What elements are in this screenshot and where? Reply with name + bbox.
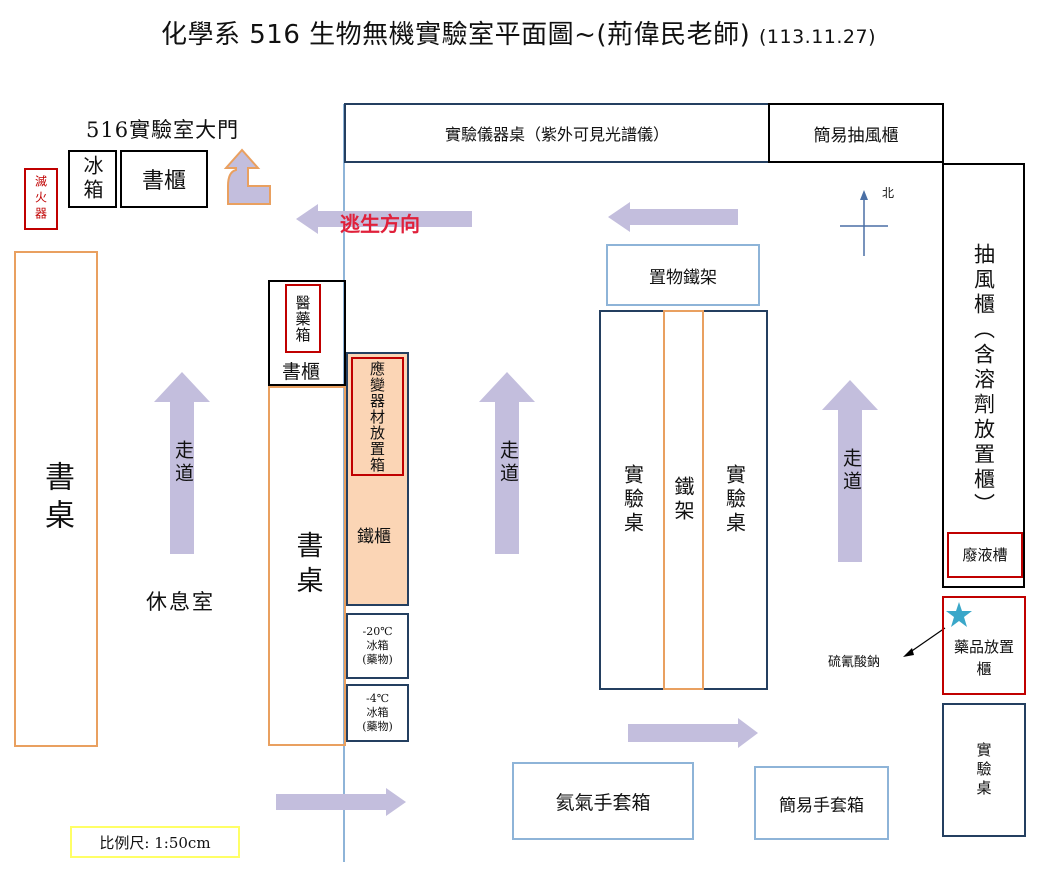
desk-left: 書桌	[14, 251, 98, 747]
door-arrow-icon	[223, 148, 271, 205]
instrument-desk: 實驗儀器桌（紫外可見光譜儀）	[344, 103, 770, 163]
freezer-20-label: 冰箱	[366, 639, 389, 652]
fridge-4-note: (藥物)	[362, 720, 393, 733]
lounge-label: 休息室	[146, 590, 215, 614]
page-title: 化學系 516 生物無機實驗室平面圖~(荊偉民老師) (113.11.27)	[0, 14, 1037, 51]
desk-mid: 書桌	[268, 386, 346, 746]
fridge-4-label: 冰箱	[366, 706, 389, 719]
escape-arrow-right-icon	[608, 202, 738, 232]
title-date: (113.11.27)	[758, 26, 877, 48]
freezer-20-temp: -20℃	[362, 625, 393, 638]
sodium-thiocyanate-label: 硫氰酸鈉	[828, 655, 881, 670]
fridge-4-temp: -4℃	[365, 692, 390, 705]
bookcase-mid: 書櫃	[282, 361, 321, 383]
bottom-arrow-2-icon	[276, 788, 406, 816]
lab-desk-right: 實驗桌	[722, 464, 747, 536]
fridge: 冰箱	[68, 150, 117, 208]
escape-arrow-left-icon	[296, 204, 472, 234]
simple-hood: 簡易抽風櫃	[768, 103, 944, 163]
freezer-20: -20℃ 冰箱 (藥物)	[346, 613, 409, 679]
scale-label: 比例尺: 1:50cm	[70, 826, 240, 858]
star-icon	[946, 602, 972, 627]
iron-cabinet: 鐵櫃	[357, 527, 391, 547]
bottom-arrow-1-icon	[628, 718, 758, 748]
aisle-3-label: 走道	[840, 448, 862, 494]
shelf: 置物鐵架	[606, 244, 760, 306]
bookcase-mid-box	[268, 280, 346, 386]
aisle-2-label: 走道	[497, 440, 519, 486]
argon-glovebox: 氦氣手套箱	[512, 762, 694, 840]
aisle-1-label: 走道	[172, 440, 194, 486]
chem-cabinet: 藥品放置櫃	[942, 596, 1026, 695]
north-label: 北	[882, 186, 895, 200]
aisle-arrow-2-icon	[479, 372, 535, 554]
aisle-arrow-3-icon	[822, 380, 878, 562]
simple-glovebox: 簡易手套箱	[754, 766, 889, 840]
pointer-arrow-icon	[903, 648, 914, 657]
fume-hood: 抽風櫃（含溶劑放置櫃）	[971, 242, 996, 518]
lab-desk-left: 實驗桌	[620, 464, 645, 536]
bookcase-top: 書櫃	[120, 150, 208, 208]
escape-label: 逃生方向	[340, 212, 420, 236]
emergency-box: 應變器材放置箱	[351, 357, 404, 476]
door-label: 516實驗室大門	[86, 118, 240, 142]
fridge-4: -4℃ 冰箱 (藥物)	[346, 684, 409, 742]
waste-tank: 廢液槽	[947, 532, 1023, 578]
side-lab-desk: 實驗桌	[942, 703, 1026, 837]
freezer-20-note: (藥物)	[362, 653, 393, 666]
title-main: 化學系 516 生物無機實驗室平面圖~(荊偉民老師)	[160, 20, 751, 50]
medicine-box: 醫藥箱	[285, 284, 321, 353]
extinguisher: 滅火器	[24, 168, 58, 230]
iron-rack: 鐵架	[663, 310, 704, 690]
aisle-arrow-1-icon	[154, 372, 210, 554]
fume-hood-box	[942, 163, 1025, 588]
north-arrow-icon	[860, 190, 868, 200]
